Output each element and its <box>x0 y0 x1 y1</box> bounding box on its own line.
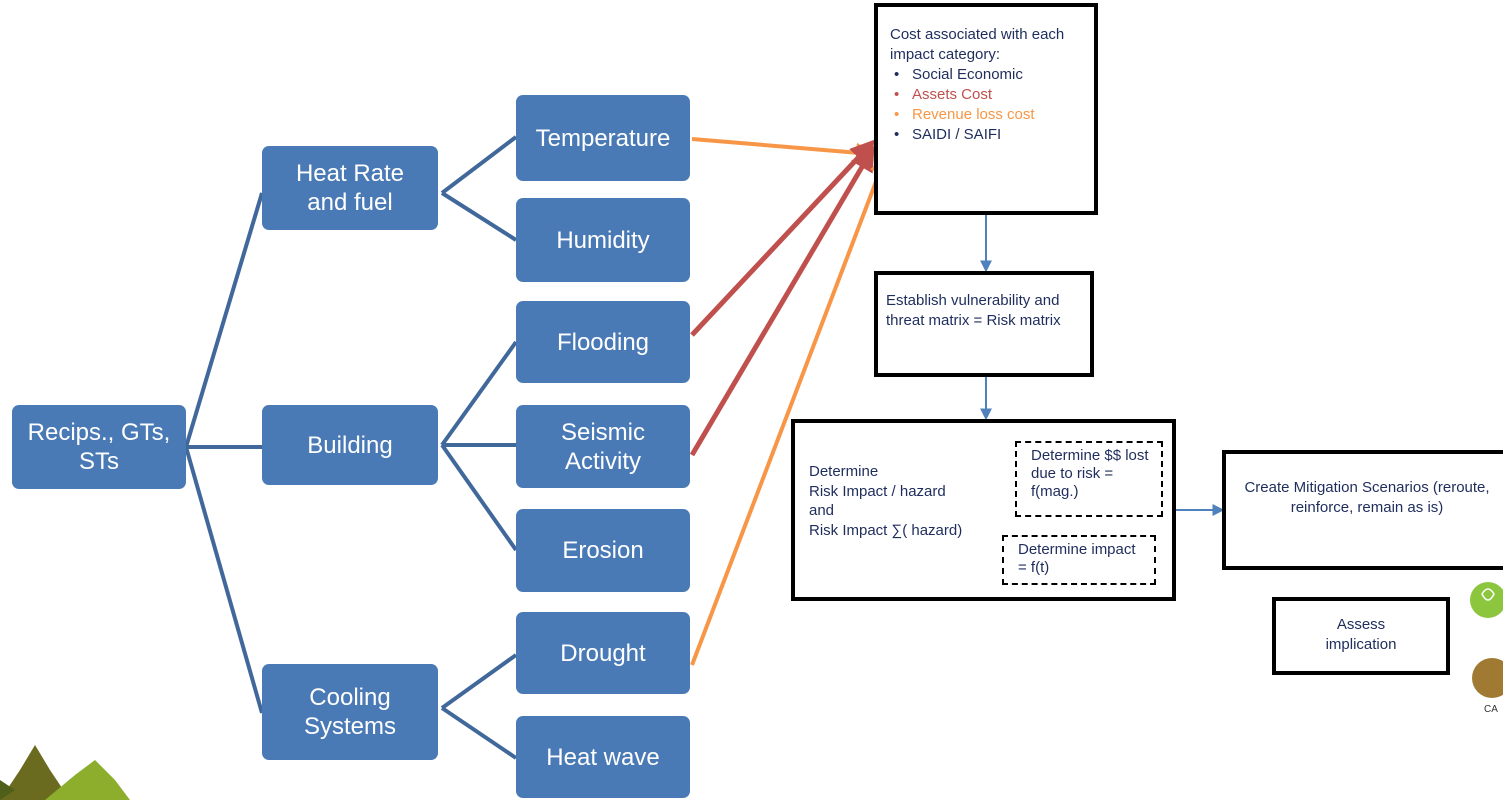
hazard-humidity: Humidity <box>516 198 690 282</box>
time-impact-note: Determine impact = f(t) <box>1002 535 1156 585</box>
risk-impact-box: Determine Risk Impact / hazard and Risk … <box>791 419 1176 601</box>
hazard-heat-wave: Heat wave <box>516 716 690 798</box>
tree-connectors <box>184 135 518 760</box>
cost-item-revenue-loss: •Revenue loss cost <box>894 106 1035 123</box>
connector-root-cooling <box>184 446 264 714</box>
connector-heat-rate-temperature <box>440 135 518 195</box>
mitigation-scenarios-box: Create Mitigation Scenarios (reroute, re… <box>1222 450 1503 570</box>
impact-text: Determine Risk Impact / hazard and Risk … <box>809 463 963 539</box>
risk-matrix-text: Establish vulnerability and threat matri… <box>886 292 1061 329</box>
hazard-erosion: Erosion <box>516 509 690 592</box>
arrow-flooding-to-cost <box>690 139 876 337</box>
connector-root-heat-rate <box>184 192 264 448</box>
dollars-lost-note: Determine $$ lost due to risk = f(mag.) <box>1015 441 1163 517</box>
category-heat-rate: Heat Rate and fuel <box>262 146 438 230</box>
cost-item-saidi-saifi: •SAIDI / SAIFI <box>894 126 1002 143</box>
connector-heat-rate-humidity <box>440 191 518 242</box>
connector-cooling-drought <box>440 653 518 710</box>
arrow-temperature-to-cost <box>691 137 876 163</box>
hazard-seismic-activity: Seismic Activity <box>516 405 690 488</box>
arrow-seismic-to-cost <box>689 145 875 457</box>
hazard-flooding: Flooding <box>516 301 690 383</box>
hazard-temperature: Temperature <box>516 95 690 181</box>
cost-category-list: •Social Economic •Assets Cost •Revenue l… <box>890 65 1084 145</box>
cost-box: Cost associated with each impact categor… <box>874 3 1098 215</box>
category-cooling-systems: Cooling Systems <box>262 664 438 760</box>
connector-cooling-heatwave <box>440 706 518 760</box>
mitigation-text: Create Mitigation Scenarios (reroute, re… <box>1244 479 1490 516</box>
assess-implication-box: Assess implication <box>1272 597 1450 675</box>
cost-item-assets: •Assets Cost <box>894 86 993 103</box>
corner-logo-label: CA <box>1484 704 1498 715</box>
hazard-drought: Drought <box>516 612 690 694</box>
cost-item-social-economic: •Social Economic <box>894 66 1023 83</box>
arrow-drought-to-cost <box>690 154 889 666</box>
assess-text: Assess implication <box>1325 616 1397 653</box>
connector-building-flooding <box>440 340 518 447</box>
risk-matrix-box: Establish vulnerability and threat matri… <box>874 271 1094 377</box>
cost-box-intro: Cost associated with each impact categor… <box>890 26 1065 63</box>
mountain-decoration-icon <box>0 745 70 800</box>
category-building: Building <box>262 405 438 485</box>
connector-building-erosion <box>440 443 518 552</box>
brown-logo-icon <box>1472 658 1503 698</box>
root-node: Recips., GTs, STs <box>12 405 186 489</box>
